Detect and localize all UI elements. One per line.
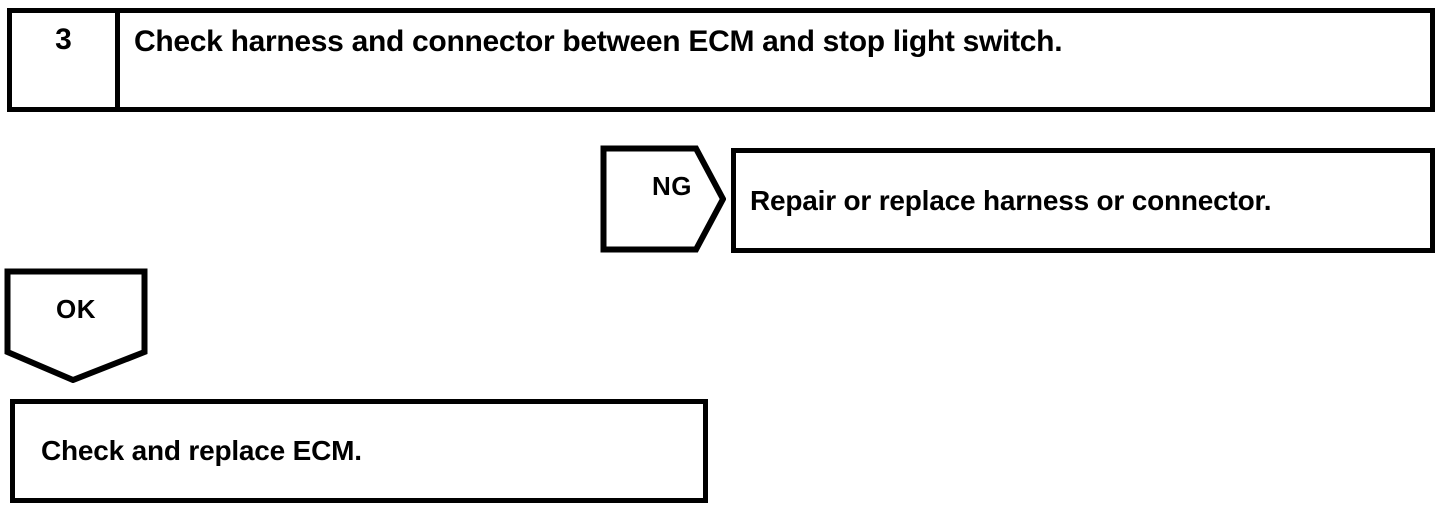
- ok-pentagon-shape: [4, 268, 148, 383]
- ng-branch-arrow: NG: [600, 145, 726, 253]
- step-number-cell: 3: [12, 13, 120, 107]
- step-number: 3: [55, 23, 72, 56]
- repair-result-box: Repair or replace harness or connector.: [731, 148, 1435, 253]
- step-box: 3 Check harness and connector between EC…: [7, 8, 1435, 112]
- ng-pentagon-shape: [600, 145, 726, 253]
- ok-branch-arrow: OK: [4, 268, 148, 383]
- ecm-result-box: Check and replace ECM.: [10, 399, 708, 503]
- step-instruction-text: Check harness and connector between ECM …: [134, 25, 1063, 58]
- ecm-result-text: Check and replace ECM.: [41, 435, 362, 466]
- repair-result-text: Repair or replace harness or connector.: [750, 184, 1272, 216]
- step-instruction-cell: Check harness and connector between ECM …: [120, 13, 1430, 107]
